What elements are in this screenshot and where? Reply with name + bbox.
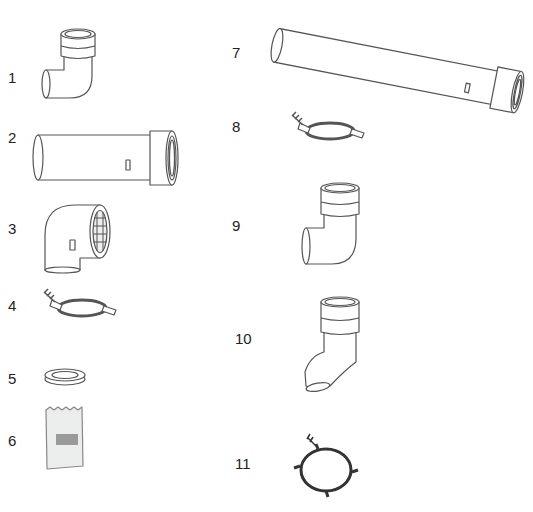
callout-number: 9 [232,218,240,233]
bag-part [46,407,83,469]
elbow-part [42,29,95,98]
callout-number: 6 [8,433,16,448]
long-pipe-part [268,24,526,114]
callout-number: 5 [8,371,16,386]
callout-number: 10 [235,331,252,346]
elbow-part [302,183,359,264]
callout-number: 7 [232,45,240,60]
elbow-part [305,297,359,393]
clamp-part [292,112,364,139]
callout-number: 3 [8,221,16,236]
pipe-part [33,131,178,185]
callout-number: 8 [232,119,240,134]
callout-number: 11 [235,456,251,471]
grille-elbow-part [45,205,110,273]
callout-number: 1 [8,70,16,85]
clamp-part [44,289,116,316]
seal-ring-part [45,369,85,385]
ring-clip-part [294,434,358,497]
callout-number: 4 [8,298,16,313]
callout-number: 2 [8,130,16,145]
